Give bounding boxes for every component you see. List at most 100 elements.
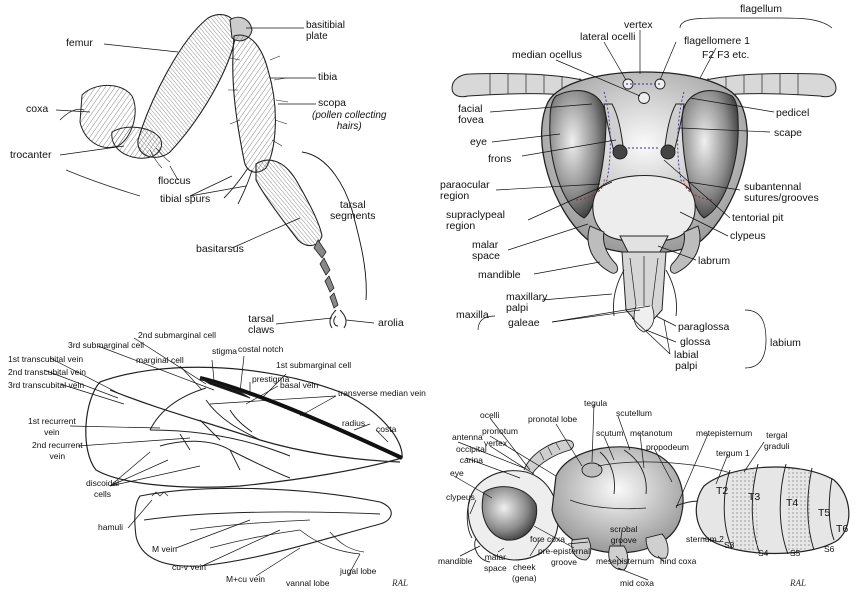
label-s3: S3 xyxy=(724,540,735,550)
label-glossa: glossa xyxy=(680,336,711,348)
label-arolia: arolia xyxy=(378,317,404,329)
label-malar-space-head: malar space xyxy=(472,239,501,262)
label-mandible-head: mandible xyxy=(478,269,521,281)
label-cheek-gena: cheek (gena) xyxy=(512,562,537,583)
label-labium: labium xyxy=(770,337,801,349)
artist-signature: RAL xyxy=(392,578,409,588)
body-leader-lines xyxy=(453,403,765,581)
label-vertex-head: vertex xyxy=(624,19,653,31)
label-basitarsus: basitarsus xyxy=(196,243,244,255)
label-t4: T4 xyxy=(786,497,799,509)
label-s6: S6 xyxy=(824,544,835,554)
label-discoidal-cells: discoidal cells xyxy=(86,478,120,499)
label-frons: frons xyxy=(488,153,512,165)
label-s4: S4 xyxy=(758,548,769,558)
label-stigma: stigma xyxy=(212,346,238,356)
label-median-ocellus: median ocellus xyxy=(512,49,583,61)
label-tarsal-claws: tarsal claws xyxy=(248,313,275,336)
label-m-vein: M vein xyxy=(152,544,178,554)
label-pronotum: pronotum xyxy=(482,426,518,436)
label-f2-f3: F2 F3 etc. xyxy=(702,49,750,61)
label-2nd-transcubital-vein: 2nd transcubital vein xyxy=(8,367,86,377)
label-coxa: coxa xyxy=(26,103,49,115)
wing-leader-lines xyxy=(43,337,389,577)
label-mid-coxa: mid coxa xyxy=(620,578,655,588)
label-occipital-carina: occipital carina xyxy=(456,444,487,465)
label-supraclypeal-region: supraclypeal region xyxy=(446,209,505,232)
label-lateral-ocelli: lateral ocelli xyxy=(580,31,636,43)
label-tibial-spurs: tibial spurs xyxy=(160,193,211,205)
label-ocelli: ocelli xyxy=(480,410,500,420)
label-labial-palpi: labial palpi xyxy=(674,349,699,372)
head-front-drawing xyxy=(451,71,837,333)
label-fore-coxa: fore coxa xyxy=(530,534,565,544)
label-3rd-transcubital-vein: 3rd transcubital vein xyxy=(8,380,85,390)
label-costa: costa xyxy=(376,424,397,434)
label-t5: T5 xyxy=(818,507,831,519)
label-basal-vein: basal vein xyxy=(280,380,319,390)
label-maxillary-palpi: maxillary palpi xyxy=(506,291,548,314)
label-pronotal-lobe: pronotal lobe xyxy=(528,414,578,424)
label-antenna: antenna xyxy=(452,432,483,442)
label-clypeus-head: clypeus xyxy=(730,230,766,242)
label-tarsal-segments: tarsal segments xyxy=(330,199,376,222)
leg-leader-lines xyxy=(55,27,375,325)
label-trocanter: trocanter xyxy=(10,149,52,161)
wing-drawing xyxy=(85,366,403,567)
label-3rd-submarginal-cell: 3rd submarginal cell xyxy=(68,340,145,350)
label-paraglossa: paraglossa xyxy=(678,321,730,333)
artist-signature-2: RAL xyxy=(790,578,807,588)
label-2nd-submarginal-cell: 2nd submarginal cell xyxy=(138,330,216,340)
label-costal-notch: costal notch xyxy=(238,344,284,354)
label-floccus: floccus xyxy=(158,175,191,187)
label-vertex-body: vertex xyxy=(484,438,508,448)
hind-leg-drawing xyxy=(59,14,347,329)
label-tegula: tegula xyxy=(584,398,608,408)
label-1st-recurrent-vein: 1st recurrent vein xyxy=(28,416,76,437)
label-galeae: galeae xyxy=(508,317,540,329)
label-femur: femur xyxy=(66,37,93,49)
label-hamuli: hamuli xyxy=(98,522,124,532)
label-eye-body: eye xyxy=(450,468,464,478)
label-tergum-1: tergum 1 xyxy=(716,448,750,458)
label-t2: T2 xyxy=(716,485,729,497)
label-marginal-cell: marginal cell xyxy=(136,355,184,365)
label-m-cu-vein: M+cu vein xyxy=(226,574,265,584)
label-tibia: tibia xyxy=(318,71,338,83)
label-scopa: scopa xyxy=(318,97,347,109)
label-scopa-note: (pollen collecting hairs) xyxy=(312,110,387,132)
head-leader-lines xyxy=(477,17,833,369)
label-malar-space-body: malar space xyxy=(484,552,507,573)
label-s5: S5 xyxy=(790,548,801,558)
label-tentorial-pit: tentorial pit xyxy=(732,212,784,224)
label-flagellum: flagellum xyxy=(740,3,783,15)
label-1st-transcubital-vein: 1st transcubital vein xyxy=(8,354,84,364)
label-subantennal-sutures: subantennal sutures/grooves xyxy=(744,181,819,204)
label-scrobal-groove: scrobal groove xyxy=(610,524,638,545)
label-radius: radius xyxy=(342,418,366,428)
label-facial-fovea: facial fovea xyxy=(458,103,484,126)
label-pedicel: pedicel xyxy=(776,107,810,119)
label-mesepisternum: mesepisternum xyxy=(596,556,655,566)
label-vannal-lobe: vannal lobe xyxy=(286,578,330,588)
label-scutum: scutum xyxy=(596,428,624,438)
label-metanotum: metanotum xyxy=(630,428,673,438)
label-jugal-lobe: jugal lobe xyxy=(340,566,377,576)
label-propodeum: propodeum xyxy=(646,442,690,452)
label-tergal-graduli: tergal graduli xyxy=(764,430,790,451)
label-pre-episternal-groove: pre-episternal groove xyxy=(538,546,590,567)
label-scape: scape xyxy=(774,127,803,139)
label-clypeus-body: clypeus xyxy=(446,492,475,502)
label-labrum: labrum xyxy=(698,255,731,267)
bee-side-view-drawing xyxy=(466,439,850,571)
label-transverse-median-vein: transverse median vein xyxy=(338,388,426,398)
label-mandible-body: mandible xyxy=(438,556,473,566)
label-basitibial-plate: basitibial plate xyxy=(306,20,345,42)
label-2nd-recurrent-vein: 2nd recurrent vein xyxy=(32,440,83,461)
label-scutellum: scutellum xyxy=(616,408,652,418)
label-prestigma: prestigma xyxy=(252,374,290,384)
label-eye-head: eye xyxy=(470,136,487,148)
label-maxilla: maxilla xyxy=(456,309,489,321)
